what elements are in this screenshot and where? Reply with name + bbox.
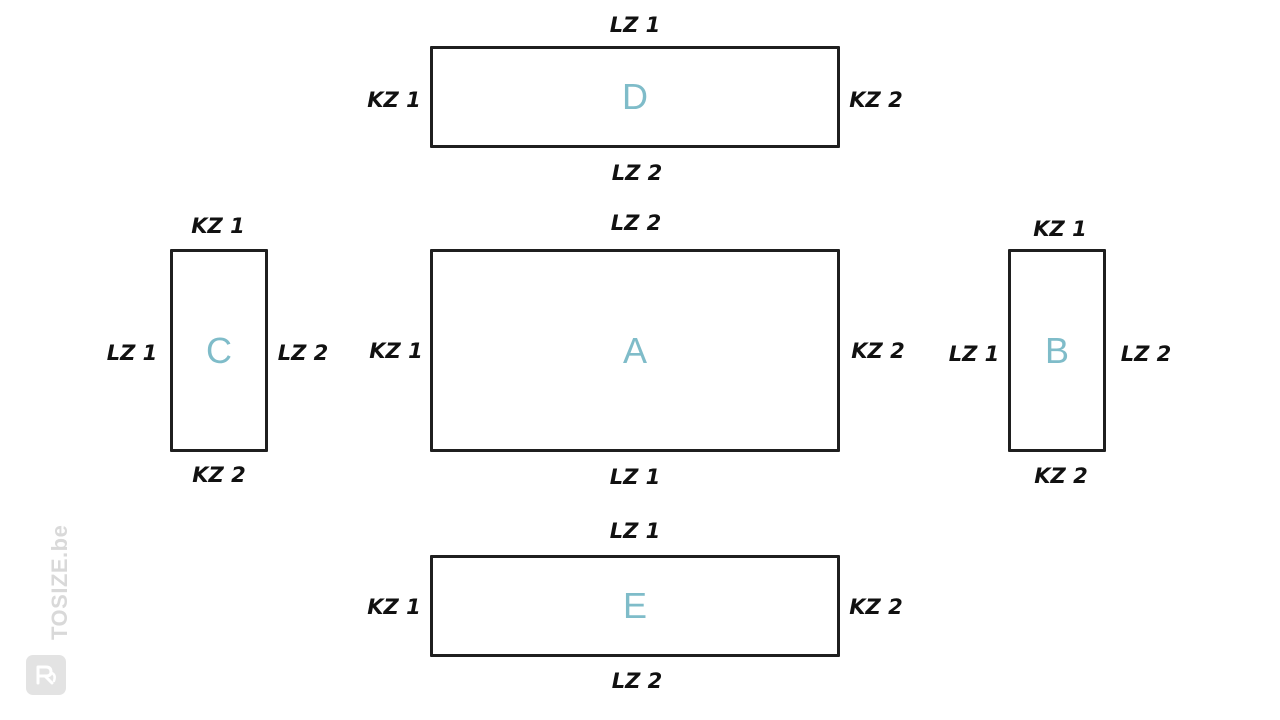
panel-e-letter: E bbox=[622, 585, 647, 626]
panel-d-bottom-label: LZ 2 bbox=[611, 161, 663, 185]
panel-c-right-label: LZ 2 bbox=[277, 341, 329, 365]
panel-c-top-label: KZ 1 bbox=[191, 214, 245, 238]
panel-a-top-label: LZ 2 bbox=[610, 211, 662, 235]
panel-b-bottom-label: KZ 2 bbox=[1034, 464, 1088, 488]
panel-c-bottom-label: KZ 2 bbox=[192, 463, 246, 487]
panel-a-bottom-label: LZ 1 bbox=[609, 465, 661, 489]
panel-e-top-label: LZ 1 bbox=[609, 519, 661, 543]
panel-d-right-label: KZ 2 bbox=[849, 88, 903, 112]
panel-c: C bbox=[170, 249, 268, 452]
panel-b-left-label: LZ 1 bbox=[948, 342, 1000, 366]
panel-a: A bbox=[430, 249, 840, 452]
watermark-text: TOSIZE.be bbox=[47, 524, 72, 640]
panel-b-right-label: LZ 2 bbox=[1120, 342, 1172, 366]
panel-e-left-label: KZ 1 bbox=[367, 595, 421, 619]
tosize-logo-glyph bbox=[36, 665, 56, 685]
panel-c-left-label: LZ 1 bbox=[106, 341, 158, 365]
panel-a-left-label: KZ 1 bbox=[369, 339, 423, 363]
panel-b-top-label: KZ 1 bbox=[1033, 217, 1087, 241]
panel-d-top-label: LZ 1 bbox=[609, 13, 661, 37]
panel-a-right-label: KZ 2 bbox=[851, 339, 905, 363]
panel-d-left-label: KZ 1 bbox=[367, 88, 421, 112]
panel-b-letter: B bbox=[1044, 329, 1069, 371]
panel-e-bottom-label: LZ 2 bbox=[611, 669, 663, 693]
panel-c-letter: C bbox=[206, 329, 232, 371]
panel-d: D bbox=[430, 46, 840, 148]
tosize-logo-icon bbox=[26, 655, 66, 695]
panel-e-right-label: KZ 2 bbox=[849, 595, 903, 619]
panel-b: B bbox=[1008, 249, 1106, 452]
panel-a-letter: A bbox=[622, 329, 647, 371]
panel-e: E bbox=[430, 555, 840, 657]
panel-d-letter: D bbox=[622, 76, 648, 117]
